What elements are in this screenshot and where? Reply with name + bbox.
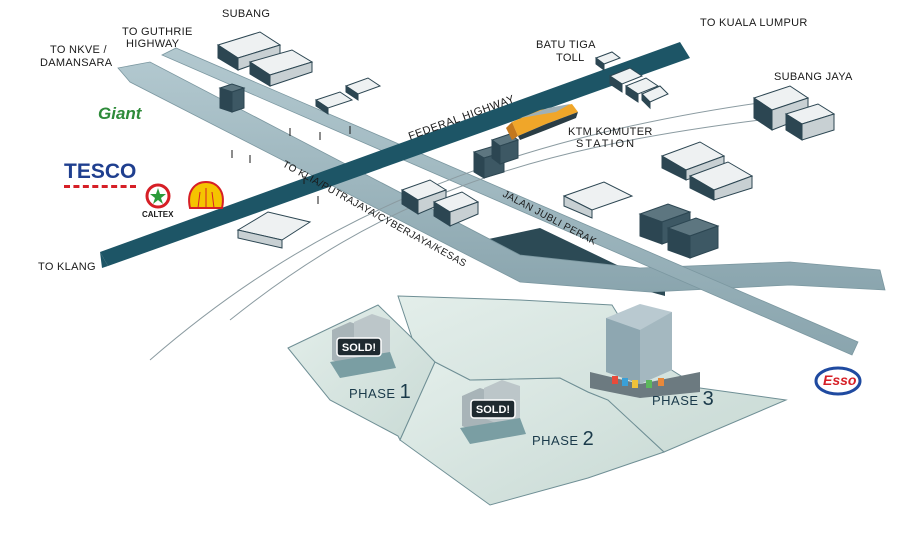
label-subang: SUBANG — [222, 8, 271, 20]
label-to-nkve-2: DAMANSARA — [40, 57, 113, 69]
building-subang-2 — [248, 49, 314, 87]
caltex-label: CALTEX — [142, 210, 174, 219]
building-near-station — [472, 133, 520, 179]
giant-logo: Giant — [98, 104, 142, 123]
building-subang-jaya — [752, 85, 836, 141]
building-mid-1 — [314, 91, 354, 115]
sold-badge-2: SOLD! — [470, 399, 516, 419]
phase-2-number: 2 — [582, 428, 594, 450]
label-to-guthrie-1: TO GUTHRIE — [122, 26, 193, 38]
shell-logo — [188, 180, 224, 209]
building-batu-tiga — [594, 51, 669, 110]
label-to-klang: TO KLANG — [38, 261, 96, 273]
label-to-nkve-1: TO NKVE / — [50, 44, 107, 56]
building-east-blocks — [638, 203, 720, 259]
building-center-1 — [400, 179, 480, 227]
sold-badge-1: SOLD! — [336, 337, 382, 357]
label-batu-tiga-2: TOLL — [556, 52, 585, 64]
klang-road-end — [100, 252, 108, 268]
phase-3-number: 3 — [702, 388, 714, 410]
building-east-1 — [660, 141, 754, 201]
phase-3-word: PHASE — [652, 393, 699, 408]
sold-badge-1-text: SOLD! — [342, 342, 376, 354]
label-to-guthrie-2: HIGHWAY — [126, 38, 180, 50]
buildings — [216, 31, 836, 259]
caltex-logo — [145, 183, 171, 209]
rail-line-2 — [229, 119, 761, 321]
ktm-train-icon — [506, 104, 578, 140]
guthrie-highway — [161, 47, 859, 356]
tesco-logo: TESCO — [64, 160, 137, 188]
sold-badge-2-text: SOLD! — [476, 404, 510, 416]
phase-1-number: 1 — [399, 381, 411, 403]
building-tower-left — [218, 83, 246, 113]
phase-1-word: PHASE — [349, 386, 396, 401]
esso-label: Esso — [823, 372, 857, 388]
esso-logo — [814, 366, 862, 396]
label-subang-jaya: SUBANG JAYA — [774, 71, 853, 83]
label-batu-tiga-1: BATU TIGA — [536, 39, 596, 51]
building-klang-side — [236, 211, 312, 249]
label-ktm-1: KTM KOMUTER — [568, 126, 653, 138]
phase-2-word: PHASE — [532, 433, 579, 448]
building-mid-2 — [344, 77, 382, 101]
federal-highway — [100, 42, 690, 266]
label-to-kuala-lumpur: TO KUALA LUMPUR — [700, 17, 808, 29]
building-subang-1 — [216, 31, 282, 71]
posts — [231, 126, 351, 204]
condo-tower-icon — [590, 304, 700, 398]
building-east-2 — [562, 181, 634, 219]
roads — [100, 42, 886, 361]
label-ktm-2: STATION — [576, 138, 637, 150]
